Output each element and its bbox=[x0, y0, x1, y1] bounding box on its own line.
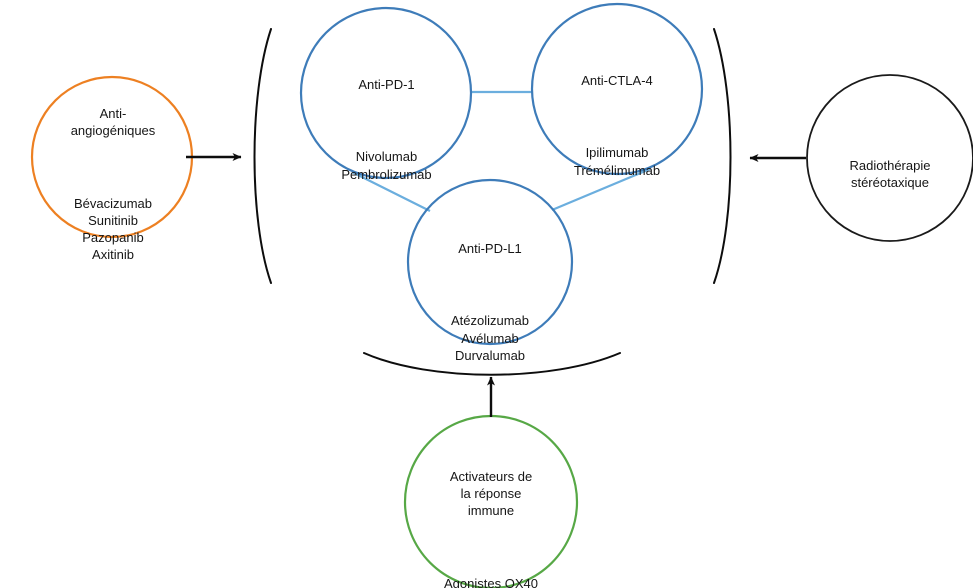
left-bracket bbox=[253, 28, 272, 284]
connector-pd1-pdl1 bbox=[351, 171, 431, 212]
bottom-bracket bbox=[363, 352, 621, 376]
node-anti-ctla4[interactable] bbox=[530, 2, 704, 176]
connector-ctla4-pdl1 bbox=[551, 167, 651, 212]
right-bracket bbox=[713, 28, 732, 284]
connector-group bbox=[351, 90, 651, 212]
node-anti-pd1[interactable] bbox=[299, 6, 473, 180]
node-activateurs[interactable] bbox=[403, 414, 579, 588]
node-anti-pdl1[interactable] bbox=[406, 178, 574, 346]
node-radiotherapie[interactable] bbox=[806, 74, 973, 242]
node-anti-angiogeniques[interactable] bbox=[30, 75, 194, 239]
